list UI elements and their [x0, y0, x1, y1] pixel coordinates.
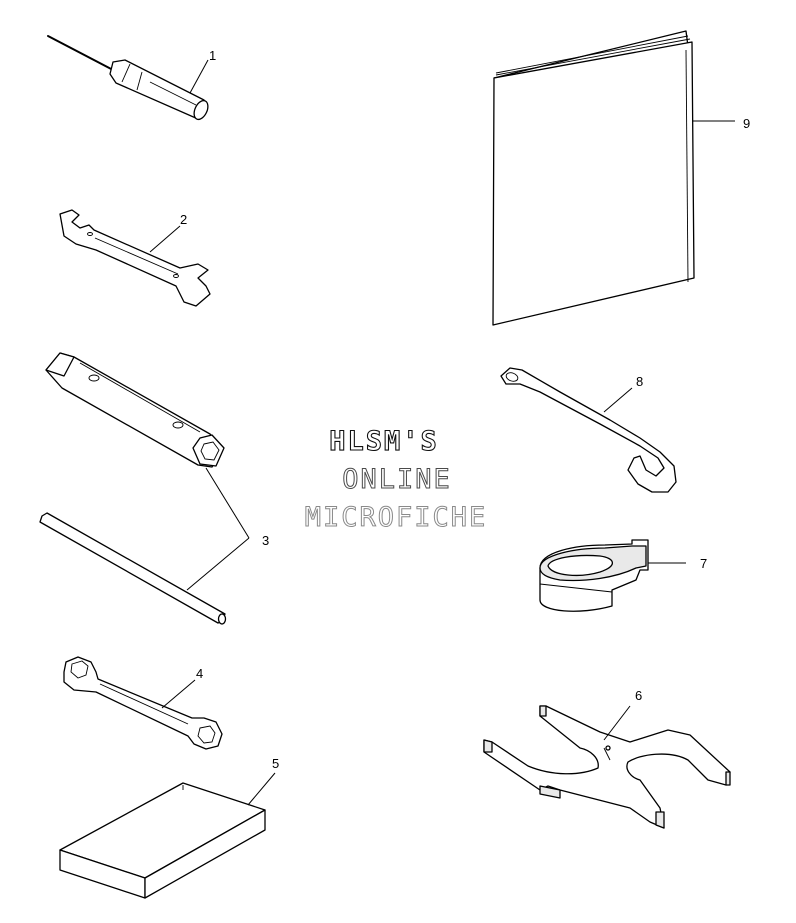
callout-7: 7 — [700, 556, 707, 571]
callout-8: 8 — [636, 374, 643, 389]
part-9-manual[interactable] — [492, 30, 735, 326]
part-7-tape-roll[interactable] — [539, 539, 686, 612]
part-4-combination-wrench[interactable] — [63, 656, 223, 750]
part-8-spanner-wrench[interactable] — [500, 367, 677, 493]
watermark-line-3: MICROFICHE — [305, 502, 488, 533]
callout-5: 5 — [272, 756, 279, 771]
part-1-screwdriver[interactable] — [47, 35, 211, 122]
part-3-box-wrench-set[interactable] — [39, 352, 250, 625]
watermark-line-1: HLSM'S — [329, 426, 439, 457]
callout-4: 4 — [196, 666, 203, 681]
callout-9: 9 — [743, 116, 750, 131]
callout-6: 6 — [635, 688, 642, 703]
part-6-bracket[interactable] — [483, 705, 731, 829]
part-5-tool-pouch[interactable] — [59, 772, 276, 899]
callout-2: 2 — [180, 212, 187, 227]
part-2-open-end-wrench[interactable] — [59, 209, 211, 307]
callout-3: 3 — [262, 533, 269, 548]
watermark-line-2: ONLINE — [342, 464, 452, 495]
callout-1: 1 — [209, 48, 216, 63]
